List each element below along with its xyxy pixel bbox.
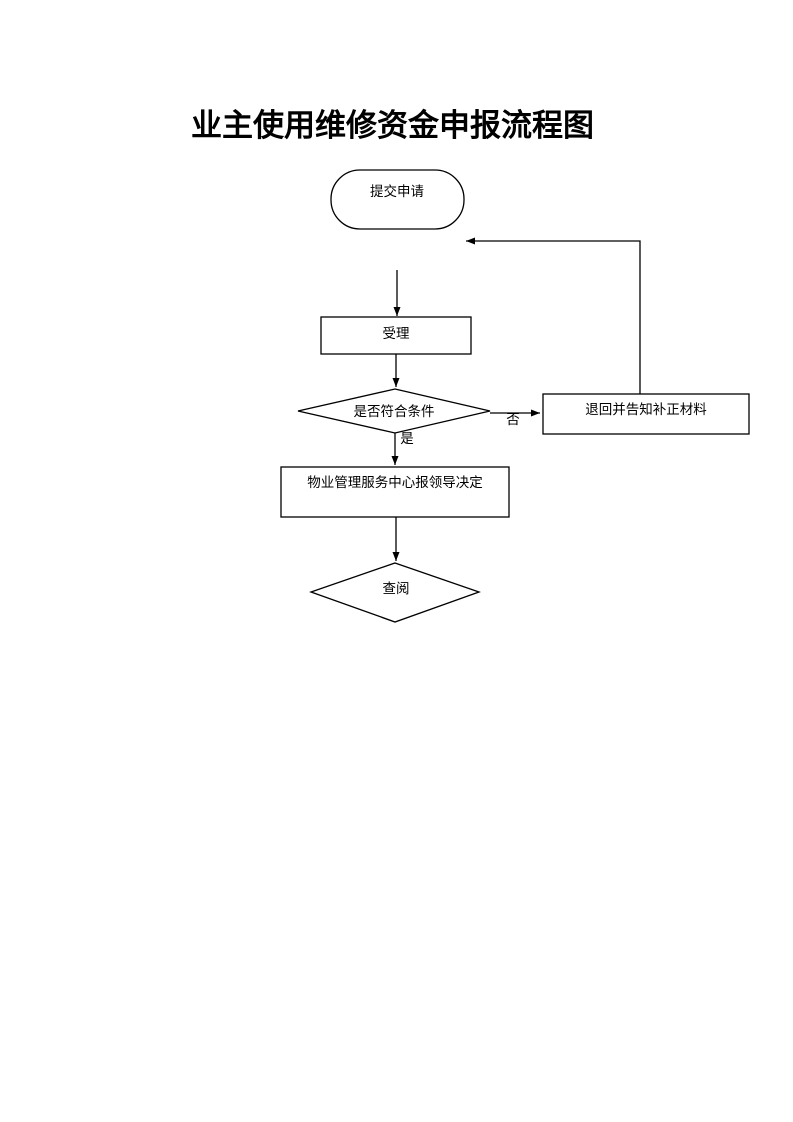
reject-label: 退回并告知补正材料	[585, 401, 707, 418]
node-check: 是否符合条件	[297, 388, 491, 434]
review-diamond	[309, 562, 481, 623]
node-review: 查阅	[309, 562, 481, 623]
page-title: 业主使用维修资金申报流程图	[191, 108, 594, 144]
check-label: 是否符合条件	[354, 403, 435, 420]
report-label: 物业管理服务中心报领导决定	[307, 475, 483, 491]
node-report: 物业管理服务中心报领导决定	[280, 466, 510, 518]
start-label: 提交申请	[370, 183, 424, 200]
report-box	[280, 466, 510, 518]
edge-yes-label: 是	[400, 431, 414, 447]
node-accept: 受理	[320, 316, 472, 355]
start-terminator-shape	[330, 169, 465, 230]
reject-box	[542, 393, 750, 435]
accept-label: 受理	[383, 326, 410, 342]
review-label: 查阅	[383, 581, 410, 597]
edge-no-label: 否	[506, 412, 520, 428]
edge-reject-back-to-start	[466, 237, 641, 394]
node-start: 提交申请	[330, 169, 465, 230]
node-reject: 退回并告知补正材料	[542, 393, 750, 435]
